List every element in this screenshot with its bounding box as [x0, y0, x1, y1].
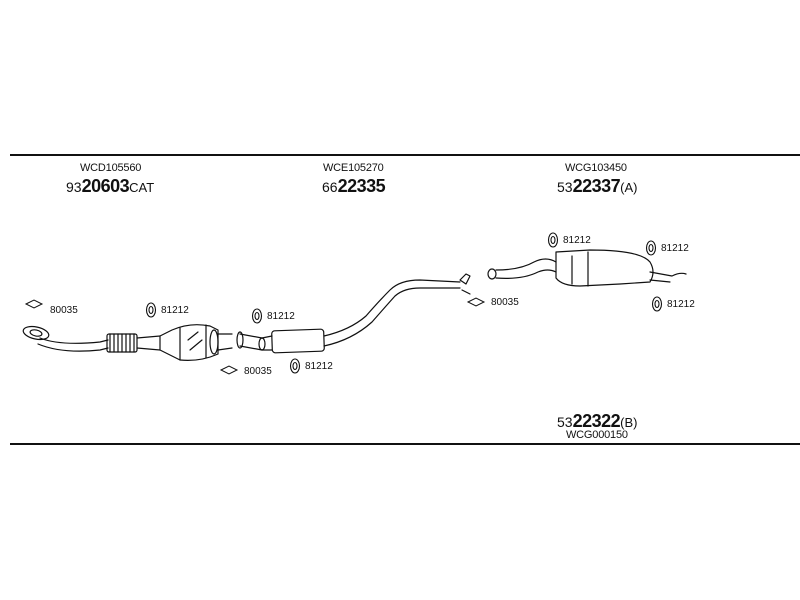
front-part-number: 9320603CAT: [66, 176, 154, 198]
front-section-code: WCD105560: [80, 162, 142, 174]
clamp-rear-left-label: 81212: [563, 235, 591, 246]
middle-part-prefix: 66: [322, 179, 338, 195]
rear-b-part-number: 5322322(B): [557, 411, 637, 433]
front-downpipe: [22, 325, 109, 352]
middle-section-code: WCE105270: [323, 162, 384, 174]
catalytic-converter: [159, 324, 233, 361]
clamp-rear-bottom-label: 81212: [667, 299, 695, 310]
rear-part-prefix: 53: [557, 179, 573, 195]
clamp-rear-right-label: 81212: [661, 243, 689, 254]
clamp-icon-rear-bottom: [651, 296, 663, 312]
rear-b-part-prefix: 53: [557, 414, 573, 430]
clamp-icon-mid-top: [251, 308, 263, 324]
gasket-front-label: 80035: [50, 305, 78, 316]
front-part-suffix: CAT: [129, 180, 155, 195]
clamp-mid-bottom-label: 81212: [305, 361, 333, 372]
rear-part-main: 22337: [572, 176, 621, 196]
middle-part-main: 22335: [337, 176, 386, 196]
gasket-rear-label: 80035: [491, 297, 519, 308]
bottom-rule: [10, 443, 800, 445]
rear-part-suffix: (A): [620, 180, 638, 195]
clamp-cat-label: 81212: [161, 305, 189, 316]
front-part-prefix: 93: [66, 179, 82, 195]
middle-pipe: [236, 273, 471, 354]
clamp-icon-rear-right: [645, 240, 657, 256]
gasket-icon-front: [24, 299, 44, 309]
gasket-cat-label: 80035: [244, 366, 272, 377]
clamp-icon-cat: [145, 302, 157, 318]
rear-b-part-main: 22322: [572, 411, 621, 431]
rear-section-code: WCG103450: [565, 162, 627, 174]
clamp-mid-top-label: 81212: [267, 311, 295, 322]
rear-b-part-suffix: (B): [620, 415, 638, 430]
rear-silencer: [487, 249, 687, 287]
rear-part-number: 5322337(A): [557, 176, 637, 198]
clamp-icon-rear-left: [547, 232, 559, 248]
gasket-icon-cat: [219, 365, 239, 375]
top-rule: [10, 154, 800, 156]
middle-part-number: 6622335: [322, 176, 386, 198]
front-part-main: 20603: [81, 176, 130, 196]
rear-b-section-code: WCG000150: [566, 429, 628, 441]
flex-pipe: [106, 333, 161, 353]
gasket-icon-rear: [466, 297, 486, 307]
clamp-icon-mid-bottom: [289, 358, 301, 374]
